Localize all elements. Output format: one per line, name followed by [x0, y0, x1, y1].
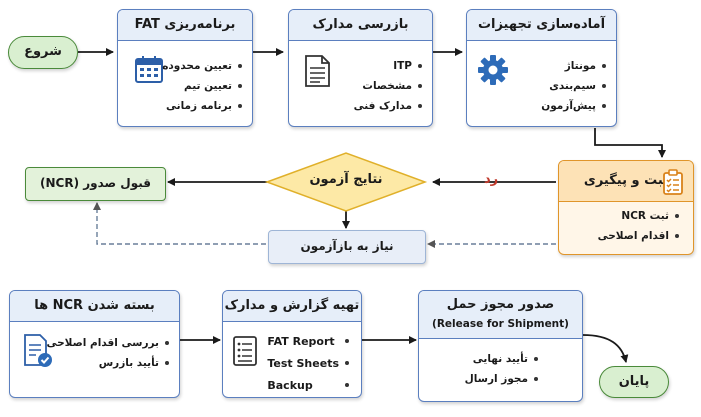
equipment-item: پیش‌آزمون — [541, 96, 606, 116]
arrow-release-to-end — [582, 334, 629, 363]
shipment-release-subtitle: (Release for Shipment) — [432, 318, 569, 330]
planning-item: برنامه زمانی — [162, 96, 242, 116]
release-item: مجوز ارسال — [465, 369, 539, 389]
ncr-accept-label: قبول صدور (NCR) — [39, 176, 151, 190]
planning-item: تعیین محدوده — [162, 56, 242, 76]
equipment-item: مونتاژ — [541, 56, 606, 76]
ncr-close-title: بسته شدن NCR ها — [10, 291, 179, 322]
record-followup-title-text: ثبت و پیگیری — [583, 173, 669, 188]
start-label: شروع — [24, 44, 62, 59]
start-terminal: شروع — [8, 36, 78, 69]
shipment-release-header: صدور مجوز حمل (Release for Shipment) — [419, 291, 582, 339]
release-item: تأیید نهایی — [465, 349, 539, 369]
document-icon — [305, 55, 330, 87]
test-results-diamond — [264, 152, 428, 212]
arrow-retest-to-ncr-accept — [93, 202, 266, 245]
list-document-icon — [233, 336, 257, 366]
record-item: ثبت NCR — [598, 206, 680, 226]
equipment-item: سیم‌بندی — [541, 76, 606, 96]
report-prep-title: تهیه گزارش و مدارک — [223, 291, 361, 322]
end-label: پایان — [618, 374, 650, 389]
report-item: Test Sheets — [267, 353, 349, 375]
record-followup-title: ثبت و پیگیری — [559, 161, 693, 202]
retest-label: نیاز به بازآزمون — [300, 239, 394, 253]
planning-item: تعیین تیم — [162, 76, 242, 96]
shipment-release-title: صدور مجوز حمل — [446, 297, 555, 312]
checked-document-icon — [24, 334, 52, 367]
report-item: FAT Report — [267, 331, 349, 353]
report-item: Backup — [267, 375, 349, 397]
equipment-prep-title: آماده‌سازی تجهیزات — [467, 10, 616, 41]
review-item: ITP — [354, 56, 423, 76]
ncr-accept-box: قبول صدور (NCR) — [25, 167, 166, 201]
shipment-release-box: صدور مجوز حمل (Release for Shipment) تأی… — [418, 290, 583, 402]
review-item: مشخصات — [354, 76, 423, 96]
close-item: تأیید بازرس — [46, 353, 169, 373]
report-prep-box: تهیه گزارش و مدارک FAT Report Test Sheet… — [222, 290, 362, 398]
doc-review-title: بازرسی مدارک — [289, 10, 432, 41]
arrow-equipment-to-record — [594, 128, 666, 158]
ncr-close-box: بسته شدن NCR ها بررسی اقدام اصلاحی تأیید… — [9, 290, 180, 398]
doc-review-box: بازرسی مدارک ITP مشخصات مدارک فنی — [288, 9, 433, 127]
clipboard-icon — [663, 169, 683, 195]
end-terminal: پایان — [599, 366, 669, 398]
close-item: بررسی اقدام اصلاحی — [46, 333, 169, 353]
fat-planning-title: برنامه‌ریزی FAT — [118, 10, 252, 41]
record-followup-box: ثبت و پیگیری ثبت NCR اقدام اصلاحی — [558, 160, 694, 255]
retest-box: نیاز به بازآزمون — [268, 230, 426, 264]
reject-label: رد — [484, 172, 499, 187]
calendar-icon — [135, 56, 163, 83]
review-item: مدارک فنی — [354, 96, 423, 116]
test-results-label: نتایج آزمون — [309, 172, 383, 187]
gear-icon — [478, 55, 508, 85]
record-item: اقدام اصلاحی — [598, 226, 680, 246]
fat-planning-box: برنامه‌ریزی FAT تعیین محدوده تعیین تیم ب… — [117, 9, 253, 127]
equipment-prep-box: آماده‌سازی تجهیزات مونتاژ سیم‌بندی پیش‌آ… — [466, 9, 617, 127]
